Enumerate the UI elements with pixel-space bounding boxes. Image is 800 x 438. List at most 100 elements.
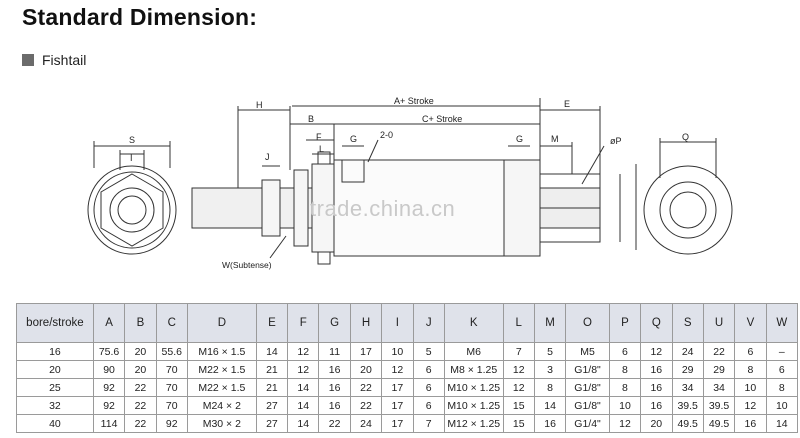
table-cell: 34 [702, 378, 736, 397]
table-cell: 6 [412, 360, 445, 379]
column-header-8: H [349, 303, 383, 343]
dimension-lines [237, 98, 637, 259]
table-cell: M30 × 2 [186, 414, 257, 433]
table-cell: 20 [349, 360, 383, 379]
table-cell: 7 [412, 414, 445, 433]
label-h: H [256, 100, 263, 110]
column-header-12: L [502, 303, 535, 343]
table-cell: 16 [640, 360, 673, 379]
label-s: S [129, 135, 135, 145]
column-header-19: V [734, 303, 767, 343]
watermark-text: trade.china.cn [310, 196, 456, 221]
table-cell: 8 [608, 378, 642, 397]
label-b: B [308, 114, 314, 124]
table-cell: M22 × 1.5 [186, 360, 257, 379]
table-cell: 8 [765, 378, 799, 397]
table-cell: 11 [318, 342, 351, 361]
table-cell: 20 [124, 342, 157, 361]
column-header-18: U [702, 303, 736, 343]
column-header-20: W [765, 303, 799, 343]
table-cell: 22 [124, 396, 157, 415]
table-cell: 14 [287, 396, 320, 415]
table-cell: 8 [608, 360, 642, 379]
label-i: I [130, 153, 133, 163]
label-j: J [265, 152, 270, 162]
dimension-drawing: S I Q [87, 96, 733, 270]
table-cell: M12 × 1.25 [443, 414, 504, 433]
table-cell: 6 [412, 396, 445, 415]
table-cell: M8 × 1.25 [443, 360, 504, 379]
section-label: Fishtail [42, 52, 87, 68]
column-header-4: D [186, 303, 257, 343]
table-cell: M5 [565, 342, 610, 361]
rod-assembly [191, 151, 335, 265]
table-cell: M10 × 1.25 [443, 396, 504, 415]
table-cell: 16 [318, 360, 351, 379]
column-header-0: bore/stroke [16, 303, 94, 343]
column-header-11: K [443, 303, 504, 343]
table-cell: 10 [381, 342, 414, 361]
table-cell: 6 [412, 378, 445, 397]
table-cell: 12 [502, 360, 535, 379]
table-cell: 55.6 [155, 342, 188, 361]
table-cell: 15 [502, 396, 535, 415]
table-cell: 8 [734, 360, 767, 379]
table-cell: 21 [255, 378, 289, 397]
table-cell: 17 [381, 396, 414, 415]
table-cell: 16 [640, 378, 673, 397]
table-cell: 20 [16, 360, 94, 379]
right-end-view [643, 138, 733, 255]
label-l: L [319, 144, 324, 154]
table-cell: 16 [734, 414, 767, 433]
table-cell: G1/8" [565, 396, 610, 415]
table-cell: 27 [255, 414, 289, 433]
section-heading-fishtail: Fishtail [22, 52, 86, 68]
table-cell: M24 × 2 [186, 396, 257, 415]
table-cell: 70 [155, 360, 188, 379]
table-cell: 92 [92, 378, 126, 397]
table-cell: 16 [533, 414, 567, 433]
table-cell: 12 [734, 396, 767, 415]
table-cell: 32 [16, 396, 94, 415]
table-cell: 14 [255, 342, 289, 361]
table-cell: 25 [16, 378, 94, 397]
cylinder-body [333, 159, 601, 257]
label-m: M [551, 134, 559, 144]
table-cell: 17 [349, 342, 383, 361]
table-cell: 6 [608, 342, 642, 361]
table-cell: 29 [702, 360, 736, 379]
column-header-10: J [412, 303, 445, 343]
label-f: F [316, 132, 322, 142]
label-phi-p: øP [610, 136, 622, 146]
table-cell: 15 [502, 414, 535, 433]
column-header-5: E [255, 303, 289, 343]
table-cell: 10 [734, 378, 767, 397]
table-cell: 14 [533, 396, 567, 415]
table-cell: 22 [124, 414, 157, 433]
table-cell: 17 [381, 378, 414, 397]
table-cell: 14 [287, 414, 320, 433]
table-cell: 6 [765, 360, 799, 379]
table-cell: 6 [734, 342, 767, 361]
table-cell: 24 [349, 414, 383, 433]
column-header-15: P [608, 303, 642, 343]
table-cell: 5 [412, 342, 445, 361]
table-cell: 40 [16, 414, 94, 433]
table-cell: 17 [381, 414, 414, 433]
table-cell: 27 [255, 396, 289, 415]
left-end-view [87, 141, 177, 255]
table-cell: 7 [502, 342, 535, 361]
table-cell: 114 [92, 414, 126, 433]
label-g-right: G [516, 134, 523, 144]
label-c-stroke: C+ Stroke [422, 114, 462, 124]
column-header-3: C [155, 303, 188, 343]
table-cell: 24 [671, 342, 704, 361]
table-cell: 70 [155, 396, 188, 415]
table-cell: 22 [349, 396, 383, 415]
